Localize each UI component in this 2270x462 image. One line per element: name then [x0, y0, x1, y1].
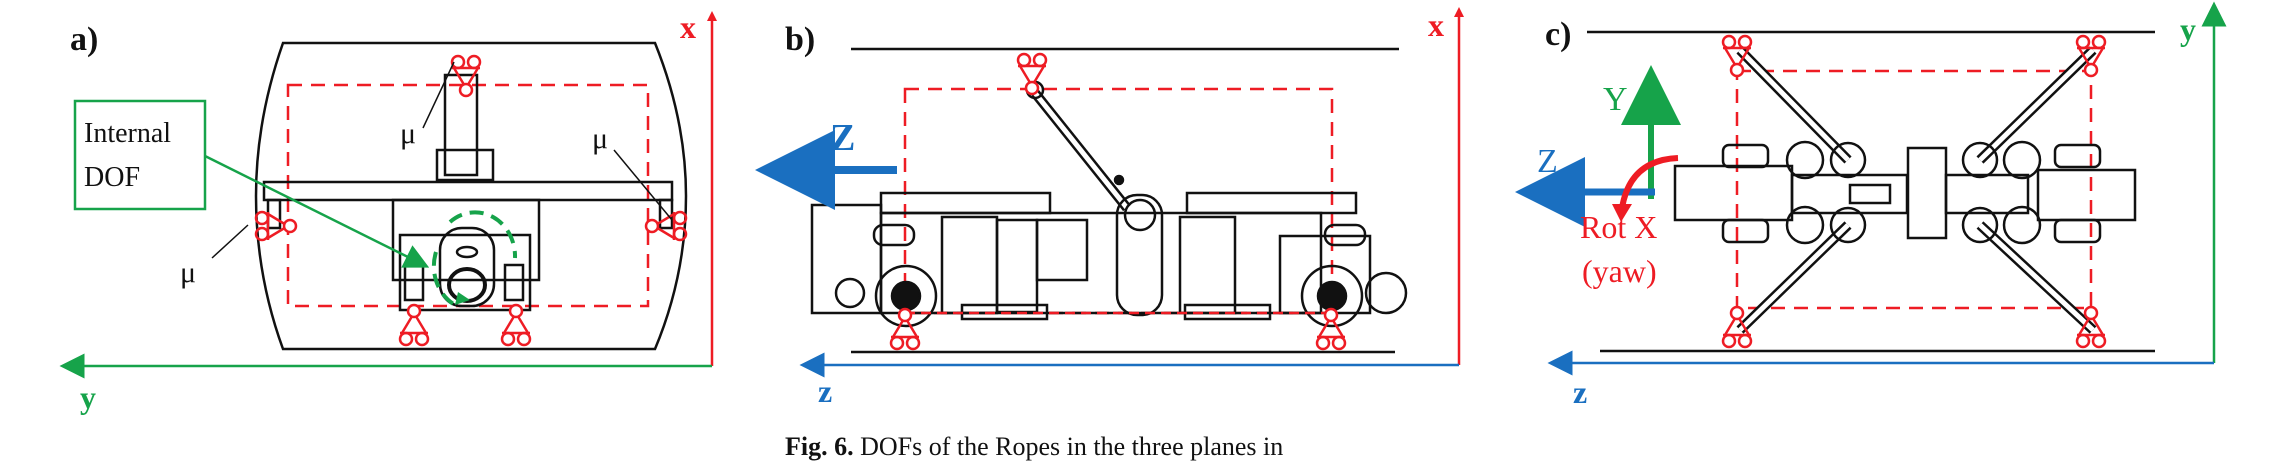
workspace-dashed-frame: [286, 83, 650, 308]
axis-z-label-c: z: [1573, 374, 1587, 410]
panel-c-label: c): [1545, 16, 1571, 53]
panel-a-label: a): [70, 21, 98, 58]
axis-x-label-a: x: [680, 9, 696, 45]
robot-side-view: [810, 80, 1408, 328]
figure-caption-label: Fig. 6.: [785, 432, 854, 461]
friction-label-top: μ: [400, 117, 416, 150]
figure-caption: Fig. 6. DOFs of the Ropes in the three p…: [785, 432, 1283, 462]
internal-dof-line1: Internal: [84, 118, 171, 149]
dof-arrow-z-label: Z: [1537, 143, 1558, 180]
dof-rotation-note: (yaw): [1582, 253, 1657, 289]
workspace-dashed-frame-c: [1735, 69, 2093, 310]
axis-y-label-c: y: [2180, 11, 2196, 47]
panel-a: a) μ μ: [59, 9, 717, 415]
panel-b: b): [755, 7, 1464, 409]
roller-contact-bottom-left-b: [889, 307, 921, 351]
pipe-outline: [254, 41, 688, 351]
internal-dof-rotation-arc: [431, 251, 457, 307]
motion-arrow-z-label: Z: [830, 117, 855, 159]
roller-contact-right: [644, 210, 688, 242]
robot-top-view: [1673, 46, 2137, 334]
dof-rotation-label: Rot X: [1580, 209, 1657, 245]
roller-contact-bottom-right-b: [1315, 307, 1347, 351]
axis-y-label-a: y: [80, 379, 96, 415]
internal-dof-line2: DOF: [84, 162, 140, 193]
axis-x-label-b: x: [1428, 7, 1444, 43]
axis-z-label-b: z: [818, 373, 832, 409]
roller-contact-left: [254, 210, 298, 242]
internal-dof-pointer: [204, 154, 430, 268]
friction-label-right: μ: [592, 122, 608, 155]
panel-b-label: b): [785, 21, 815, 58]
figure-caption-text: DOFs of the Ropes in the three planes in: [860, 432, 1284, 461]
dof-arrow-y-label: Y: [1603, 81, 1628, 118]
panel-c: c): [1515, 1, 2227, 410]
friction-label-left: μ: [180, 256, 196, 289]
internal-dof-box: [73, 99, 207, 211]
robot-front-view: [262, 73, 674, 312]
dof-rotation-yaw-arrow: [1619, 155, 1679, 209]
